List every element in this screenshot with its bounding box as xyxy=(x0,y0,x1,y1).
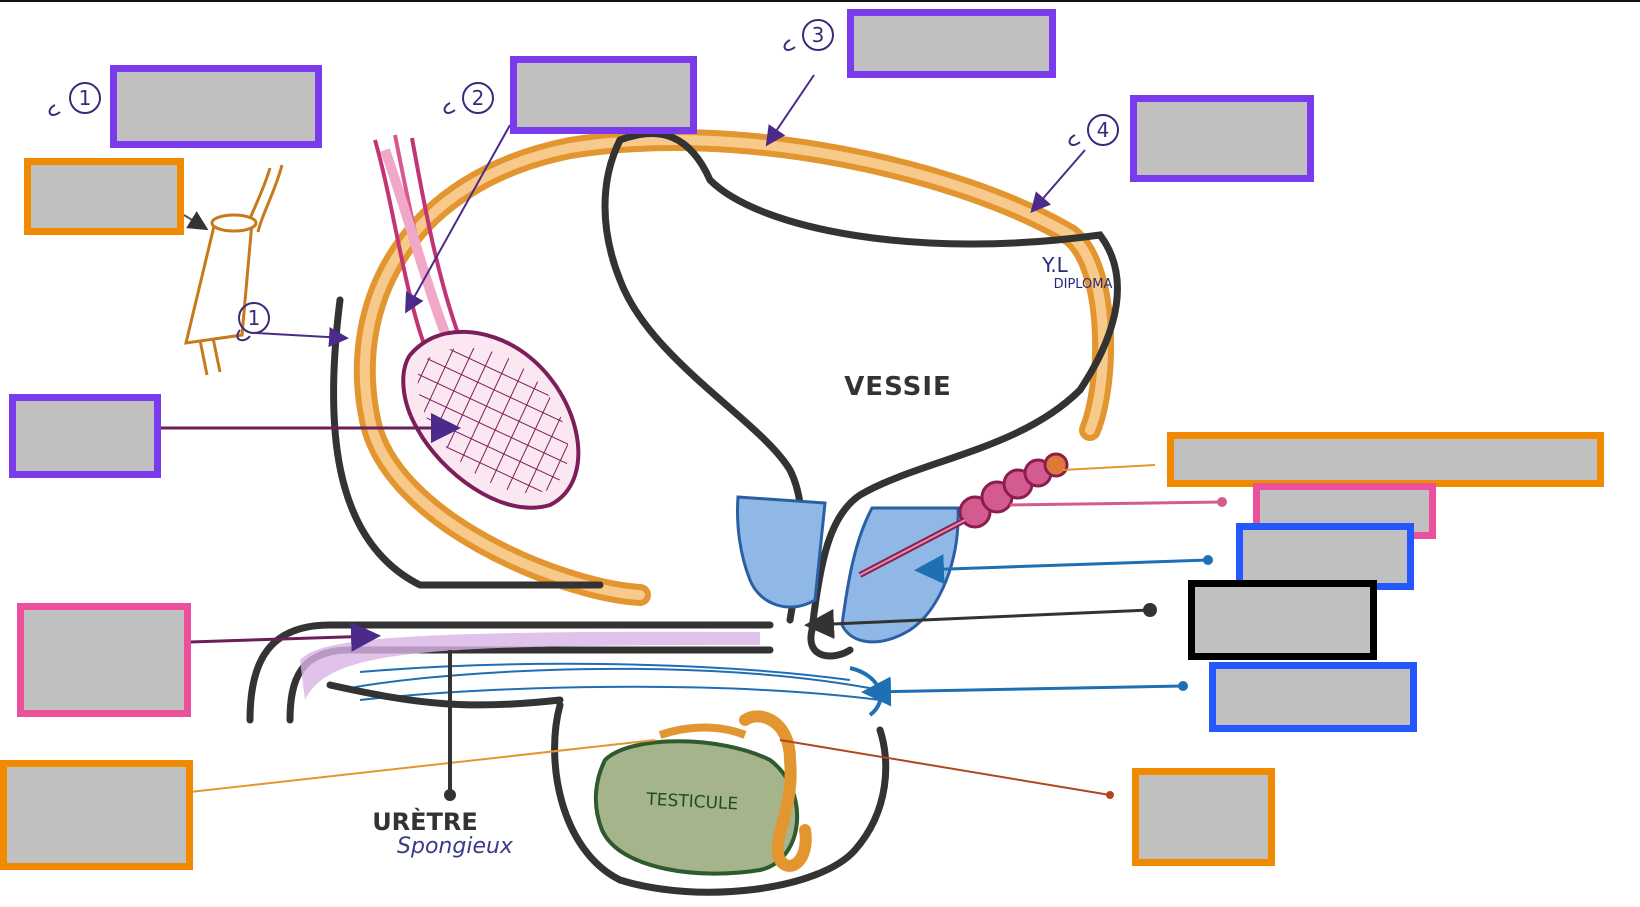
label-vessie: VESSIE xyxy=(844,372,952,402)
marker-2: 2 xyxy=(443,82,494,114)
leader-line-bulbo xyxy=(861,676,1184,707)
scrotum-outline xyxy=(551,701,890,896)
leader-line-lower-left xyxy=(189,739,656,793)
penis-shaft xyxy=(246,621,883,724)
leader-dot-prostate xyxy=(1203,555,1213,565)
leader-line-urethra-prost xyxy=(804,608,1151,639)
leader-dot-urethra xyxy=(444,789,456,801)
marker-2-number: 2 xyxy=(472,86,485,110)
answer-box-urethra-prost[interactable] xyxy=(1188,580,1377,660)
seminal-vesicle xyxy=(858,452,1069,578)
leader-dot-bulbo xyxy=(1178,681,1188,691)
leader-line-lower-right xyxy=(779,739,1111,796)
answer-box-lower-left[interactable] xyxy=(0,760,193,870)
marker-3-number: 3 xyxy=(812,23,825,47)
cord-bundle xyxy=(373,134,467,361)
leader-line-prostate xyxy=(914,554,1209,585)
leader-dot-urethra-prost xyxy=(1143,603,1157,617)
answer-box-bulbo[interactable] xyxy=(1209,662,1417,732)
leader-line-pink xyxy=(1009,500,1223,507)
label-spongieux: Spongieux xyxy=(397,834,514,859)
answer-box-4[interactable] xyxy=(1130,95,1314,182)
pubic-outline xyxy=(329,296,604,589)
answer-box-2[interactable] xyxy=(510,56,697,134)
signature-initials: Y.L xyxy=(1041,253,1069,277)
answer-box-3[interactable] xyxy=(847,9,1056,78)
leader-line-4 xyxy=(1030,149,1086,214)
marker-1: 1 xyxy=(48,82,101,116)
leader-dot-lower-right xyxy=(1106,791,1114,799)
marker-4: 4 xyxy=(1068,114,1119,146)
marker-1-inset: 1 xyxy=(236,302,270,342)
answer-box-lower-right[interactable] xyxy=(1132,768,1275,866)
answer-box-1[interactable] xyxy=(110,65,322,148)
spermatic-cord-inset xyxy=(183,164,284,376)
signature-text: DIPLOMA xyxy=(1054,277,1113,292)
marker-4-number: 4 xyxy=(1097,118,1110,142)
leader-line-3 xyxy=(765,74,815,147)
marker-3: 3 xyxy=(783,19,834,51)
leader-line-1 xyxy=(255,327,349,348)
corpus-hatched xyxy=(401,329,581,510)
leader-line-corpus xyxy=(189,621,381,652)
leader-dot-pink xyxy=(1217,497,1227,507)
testis xyxy=(593,710,812,876)
marker-1-inset-number: 1 xyxy=(248,306,261,330)
leader-line-2 xyxy=(405,124,511,314)
label-uretre: URÈTRE xyxy=(372,807,478,836)
marker-1-number: 1 xyxy=(79,86,92,110)
answer-box-cord[interactable] xyxy=(24,158,184,235)
label-testicule: TESTICULE xyxy=(645,790,739,815)
vas-deferens xyxy=(353,129,1115,606)
answer-box-prostate[interactable] xyxy=(1236,523,1414,590)
answer-box-vesicle[interactable] xyxy=(1167,432,1604,487)
answer-box-penis-body[interactable] xyxy=(9,394,161,478)
leader-line-vesicle xyxy=(1061,464,1156,471)
answer-box-corpus[interactable] xyxy=(17,603,191,717)
